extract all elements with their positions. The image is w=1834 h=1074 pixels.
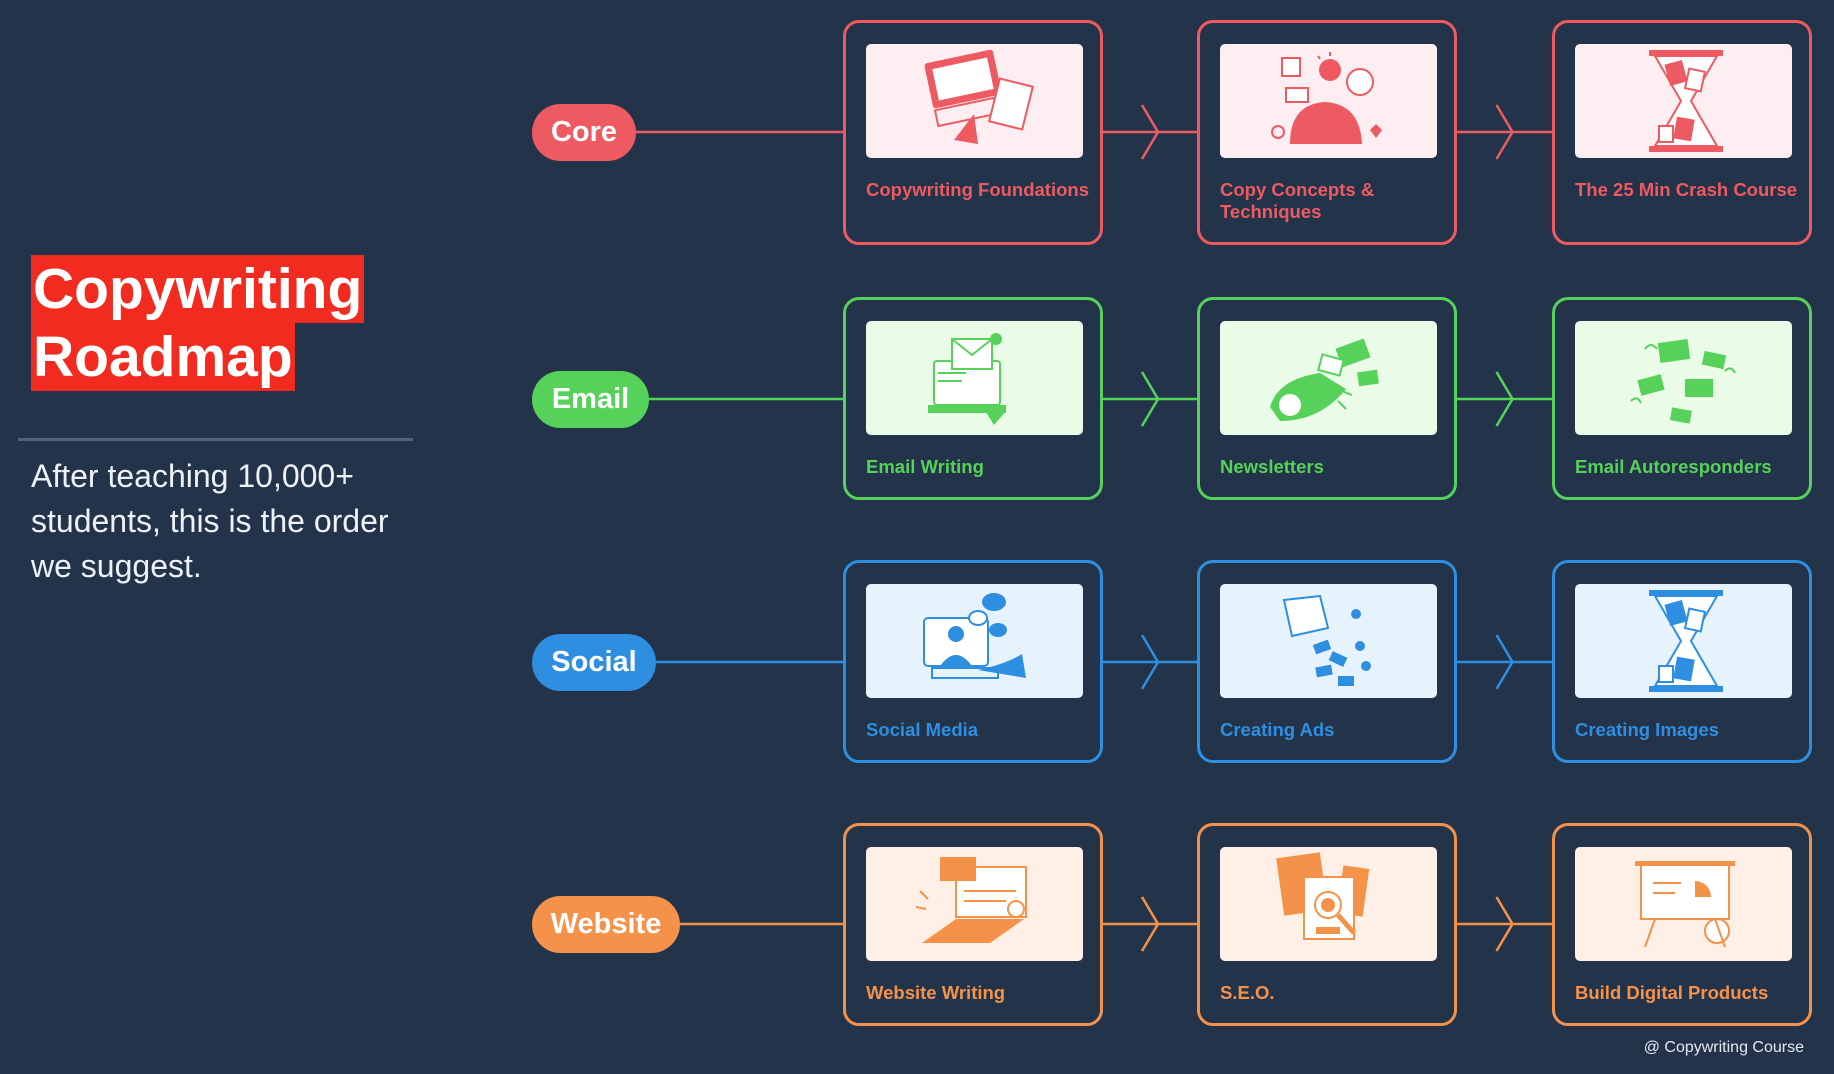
track-pill-email: Email — [532, 371, 649, 428]
track-pill-core: Core — [532, 104, 636, 161]
step-label: Email Writing — [866, 456, 984, 477]
hourglass-icon — [1575, 44, 1792, 158]
step-card: Creating Ads — [1197, 560, 1457, 763]
credit-text: @ Copywriting Course — [1643, 1039, 1804, 1056]
brain-ideas-icon — [1220, 44, 1437, 158]
step-label: Build Digital Products — [1575, 982, 1769, 1003]
chevron-right-icon — [1140, 371, 1160, 427]
title-line-2: Roadmap — [31, 323, 295, 391]
step-card: Newsletters — [1197, 297, 1457, 500]
step-label: Newsletters — [1220, 456, 1324, 477]
step-card: Copy Concepts & Techniques — [1197, 20, 1457, 245]
video-chat-icon — [866, 584, 1083, 698]
chevron-right-icon — [1495, 371, 1514, 427]
money-bag-icon — [1220, 584, 1437, 698]
step-card: S.E.O. — [1197, 823, 1457, 1026]
chevron-right-icon — [1140, 634, 1160, 690]
step-card: Social Media — [843, 560, 1103, 763]
step-label: S.E.O. — [1220, 982, 1275, 1003]
chevron-right-icon — [1495, 634, 1514, 690]
step-card: Email Writing — [843, 297, 1103, 500]
step-card: Website Writing — [843, 823, 1103, 1026]
chevron-right-icon — [1140, 896, 1160, 952]
magnifier-icon — [1220, 847, 1437, 961]
envelope-cannon-icon — [1220, 321, 1437, 435]
step-label: Website Writing — [866, 982, 1006, 1003]
step-card: Build Digital Products — [1552, 823, 1812, 1026]
step-card: The 25 Min Crash Course — [1552, 20, 1812, 245]
laptop-web-icon — [866, 847, 1083, 961]
step-card: Email Autoresponders — [1552, 297, 1812, 500]
presentation-board-icon — [1575, 847, 1792, 961]
step-card: Copywriting Foundations — [843, 20, 1103, 245]
step-label: Creating Ads — [1220, 719, 1335, 740]
divider — [18, 438, 413, 441]
step-label: Email Autoresponders — [1575, 456, 1772, 477]
laptop-writing-icon — [866, 44, 1083, 158]
flying-envelopes-icon — [1575, 321, 1792, 435]
track-pill-social: Social — [532, 634, 656, 691]
step-label: Copywriting Foundations — [866, 179, 1090, 200]
laptop-envelope-icon — [866, 321, 1083, 435]
title-line-1: Copywriting — [31, 255, 365, 323]
step-label: The 25 Min Crash Course — [1575, 179, 1798, 200]
step-label: Social Media — [866, 719, 979, 740]
track-pill-website: Website — [532, 896, 680, 953]
chevron-right-icon — [1140, 104, 1160, 160]
step-card: Creating Images — [1552, 560, 1812, 763]
subtitle: After teaching 10,000+ students, this is… — [31, 458, 389, 584]
step-label: Creating Images — [1575, 719, 1719, 740]
chevron-right-icon — [1495, 896, 1514, 952]
chevron-right-icon — [1495, 104, 1514, 160]
hourglass-icon — [1575, 584, 1792, 698]
roadmap-title: Copywriting Roadmap — [31, 255, 365, 391]
step-label: Copy Concepts & Techniques — [1220, 179, 1375, 222]
